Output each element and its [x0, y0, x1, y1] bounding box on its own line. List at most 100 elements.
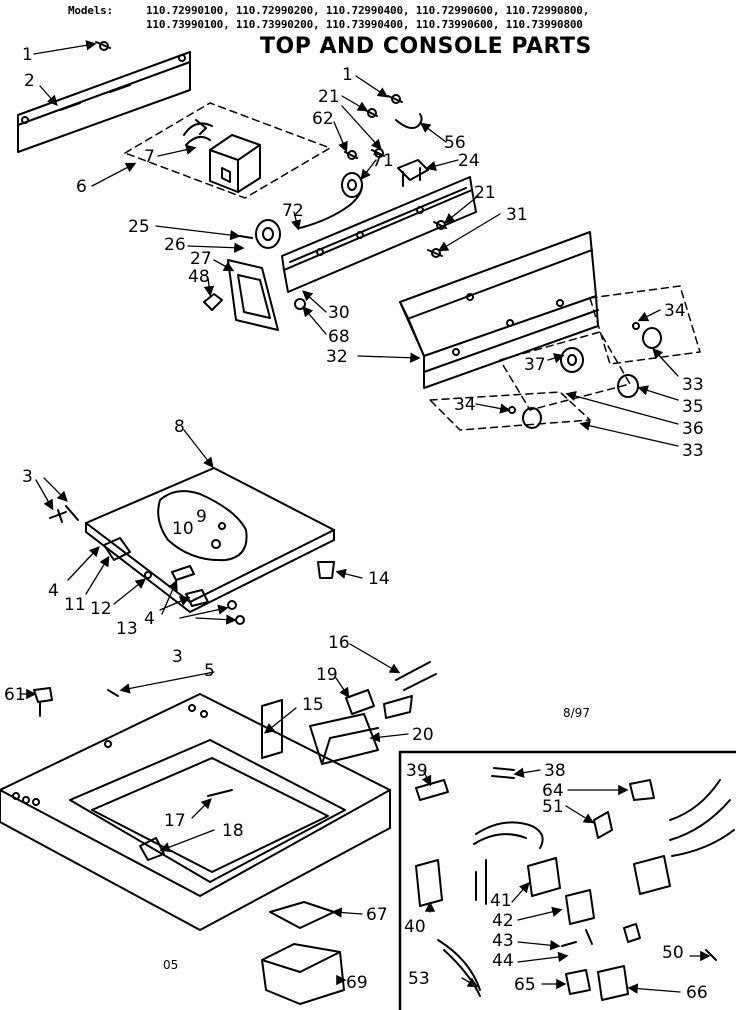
- callout: 1: [342, 65, 353, 85]
- latch-part: [139, 837, 165, 861]
- callout: 19: [316, 665, 338, 685]
- grommet-part: [294, 298, 306, 310]
- timer-bracket-outline: [124, 102, 331, 199]
- knob-group-outline: [429, 391, 591, 431]
- callout: 71: [372, 151, 394, 171]
- end-cap-part: [227, 259, 279, 331]
- callout: 53: [408, 969, 430, 989]
- callout: 17: [164, 811, 186, 831]
- callout: 6: [76, 177, 87, 197]
- callout: 4: [144, 609, 155, 629]
- callout: 41: [490, 891, 512, 911]
- callout: 44: [492, 951, 514, 971]
- callout: 34: [664, 301, 686, 321]
- callout: 15: [302, 695, 324, 715]
- callout: 12: [90, 599, 112, 619]
- callout: 40: [404, 917, 426, 937]
- page-title: TOP AND CONSOLE PARTS: [260, 34, 592, 59]
- knob-group-outline: [499, 331, 631, 411]
- page-code: 05: [163, 958, 179, 972]
- callout: 69: [346, 973, 368, 993]
- callout: 18: [222, 821, 244, 841]
- callout: 43: [492, 931, 514, 951]
- models-list-line-1: 110.72990100, 110.72990200, 110.72990400…: [146, 4, 590, 17]
- wire-harness-part: [395, 113, 423, 129]
- tub-cover-part: [261, 943, 345, 1005]
- callout: 13: [116, 619, 138, 639]
- callout: 32: [326, 347, 348, 367]
- callout: 24: [458, 151, 480, 171]
- callout: 39: [406, 761, 428, 781]
- callout: 33: [682, 375, 704, 395]
- callout: 16: [328, 633, 350, 653]
- foot-part: [269, 901, 335, 929]
- callout: 61: [4, 685, 26, 705]
- control-bracket-part: [281, 176, 477, 293]
- callout: 64: [542, 781, 564, 801]
- callout: 35: [682, 397, 704, 417]
- callout: 27: [190, 249, 212, 269]
- callout: 26: [164, 235, 186, 255]
- models-list-line-2: 110.73990100, 110.73990200, 110.73990400…: [146, 18, 583, 31]
- callout: 14: [368, 569, 390, 589]
- callout: 65: [514, 975, 536, 995]
- callout: 7: [144, 147, 155, 167]
- callout: 34: [454, 395, 476, 415]
- callout: 31: [506, 205, 528, 225]
- callout: 2: [24, 71, 35, 91]
- callout: 21: [318, 87, 340, 107]
- callout: 4: [48, 581, 59, 601]
- clip-part: [203, 293, 223, 311]
- callout: 68: [328, 327, 350, 347]
- back-panel-part: [17, 51, 191, 153]
- top-panel-part: [0, 693, 391, 931]
- wiring-parts-inset-border: [398, 750, 736, 1010]
- wiring-harness-parts: [415, 767, 735, 1001]
- callout: 33: [682, 441, 704, 461]
- console-knobs: [508, 322, 662, 429]
- callout: 38: [544, 761, 566, 781]
- callout: 3: [22, 467, 33, 487]
- callout: 25: [128, 217, 150, 237]
- selector-knob-part: [239, 219, 281, 249]
- callout: 56: [444, 133, 466, 153]
- callout: 66: [686, 983, 708, 1003]
- callout: 5: [204, 661, 215, 681]
- console-screws: [344, 94, 447, 258]
- callout: 37: [524, 355, 546, 375]
- callout: 11: [64, 595, 86, 615]
- callout: 3: [172, 647, 183, 667]
- callout: 1: [22, 45, 33, 65]
- callout: 20: [412, 725, 434, 745]
- callout: 48: [188, 267, 210, 287]
- hinge-pin-part: [207, 789, 233, 797]
- tube-part: [299, 184, 363, 229]
- callout-labels: 1 2 6 7 1 21 62 56 71 24 21 31 72 25 26 …: [4, 45, 708, 1003]
- lid-part: [85, 467, 335, 613]
- models-label: Models:: [68, 4, 113, 17]
- callout: 72: [282, 201, 304, 221]
- callout: 42: [492, 911, 514, 931]
- switch-part: [397, 159, 429, 187]
- bumper-part: [317, 561, 335, 579]
- callout: 9: [196, 507, 207, 527]
- lid-switch-parts: [309, 661, 437, 765]
- callout: 8: [174, 417, 185, 437]
- knob-group-outline: [589, 285, 701, 365]
- callout: 51: [542, 797, 564, 817]
- revision-date: 8/97: [563, 706, 590, 720]
- callout: 10: [172, 519, 194, 539]
- callout: 36: [682, 419, 704, 439]
- callout: 21: [474, 183, 496, 203]
- callout: 62: [312, 109, 334, 129]
- callout: 50: [662, 943, 684, 963]
- screw-part: [95, 41, 111, 51]
- screw-part: [107, 689, 119, 697]
- callout: 67: [366, 905, 388, 925]
- console-panel-part: [399, 231, 599, 389]
- callout: 30: [328, 303, 350, 323]
- clip-part: [33, 687, 53, 717]
- leader-lines: [19, 40, 711, 994]
